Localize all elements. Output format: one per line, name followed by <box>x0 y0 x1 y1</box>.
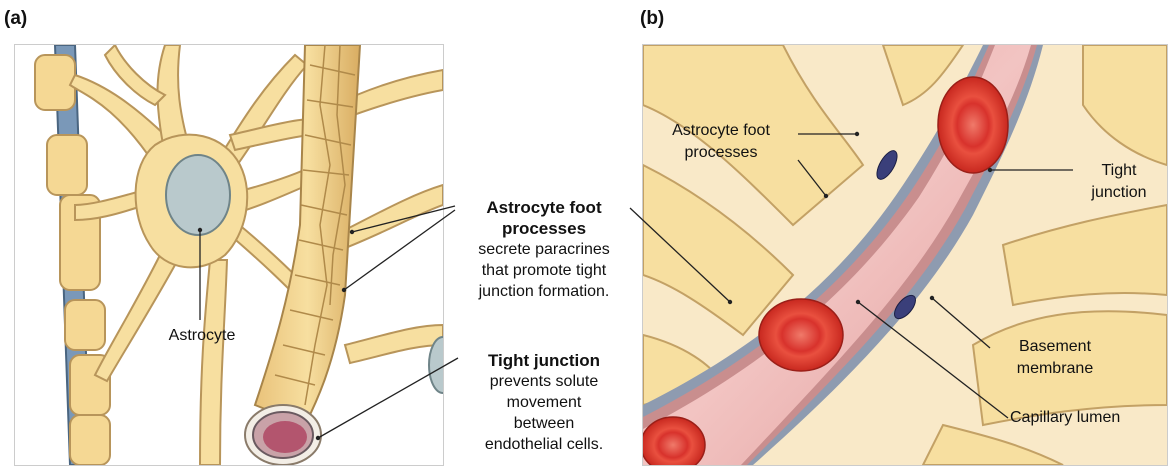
foot-title-line2: processes <box>446 218 642 239</box>
foot-desc-line1: secrete paracrines <box>446 239 642 260</box>
label-tight-junction-a: Tight junction prevents solute movement … <box>446 350 642 455</box>
panel-a-illustration <box>14 44 444 466</box>
red-blood-cell <box>938 77 1008 173</box>
panel-a-label: (a) <box>4 8 27 30</box>
label-b-tight-junction: Tight junction <box>1074 160 1164 204</box>
label-b-astrocyte-foot-processes: Astrocyte foot processes <box>646 120 796 164</box>
b-basement-line1: Basement <box>990 336 1120 358</box>
tight-desc-line3: between <box>446 413 642 434</box>
foot-title-line1: Astrocyte foot <box>446 197 642 218</box>
b-foot-line1: Astrocyte foot <box>646 120 796 142</box>
foot-desc-line3: junction formation. <box>446 281 642 302</box>
tight-desc-line4: endothelial cells. <box>446 434 642 455</box>
b-tight-line2: junction <box>1074 182 1164 204</box>
label-astrocyte: Astrocyte <box>162 326 242 346</box>
tight-title: Tight junction <box>446 350 642 371</box>
astrocyte-nucleus <box>166 155 230 235</box>
tight-desc-line2: movement <box>446 392 642 413</box>
tight-desc-line1: prevents solute <box>446 371 642 392</box>
label-b-capillary-lumen: Capillary lumen <box>1010 408 1166 428</box>
panel-b-illustration <box>642 44 1168 466</box>
foot-desc-line2: that promote tight <box>446 260 642 281</box>
b-foot-line2: processes <box>646 142 796 164</box>
capillary-illustration <box>643 45 1167 465</box>
label-astrocyte-foot-processes: Astrocyte foot processes secrete paracri… <box>446 197 642 302</box>
b-basement-line2: membrane <box>990 358 1120 380</box>
label-b-basement-membrane: Basement membrane <box>990 336 1120 380</box>
panel-b-label: (b) <box>640 8 664 30</box>
astrocyte-illustration <box>15 45 443 465</box>
red-blood-cell <box>759 299 843 371</box>
b-tight-line1: Tight <box>1074 160 1164 182</box>
